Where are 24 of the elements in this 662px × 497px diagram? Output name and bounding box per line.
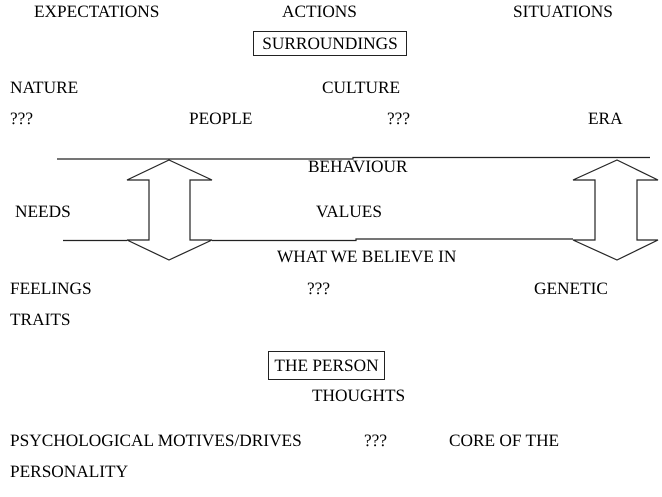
label-text: THOUGHTS — [312, 386, 406, 406]
label-text: ACTIONS — [282, 2, 357, 22]
label-text: GENETIC — [534, 279, 608, 299]
label-text: CORE OF THE — [449, 431, 560, 451]
label-text: VALUES — [316, 202, 382, 222]
label-text: PSYCHOLOGICAL MOTIVES/DRIVES — [10, 431, 302, 451]
label-text: ??? — [10, 109, 34, 129]
label-text: PEOPLE — [189, 109, 252, 129]
label-text: NATURE — [10, 78, 78, 98]
label-text: ERA — [588, 109, 623, 129]
label-text: ??? — [307, 279, 330, 299]
label-text: TRAITS — [10, 310, 70, 330]
label-text: WHAT WE BELIEVE IN — [277, 247, 456, 267]
label-text: BEHAVIOUR — [308, 157, 408, 177]
framed-heading: THE PERSON — [268, 351, 385, 380]
label-text: PERSONALITY — [10, 462, 128, 482]
label-text: NEEDS — [15, 202, 71, 222]
label-text: EXPECTATIONS — [34, 2, 160, 22]
label-text: SITUATIONS — [513, 2, 613, 22]
label-text: ??? — [364, 431, 388, 451]
framed-heading: SURROUNDINGS — [253, 31, 407, 56]
label-text: FEELINGS — [10, 279, 92, 299]
label-text: ??? — [387, 109, 410, 129]
label-text: CULTURE — [322, 78, 400, 98]
